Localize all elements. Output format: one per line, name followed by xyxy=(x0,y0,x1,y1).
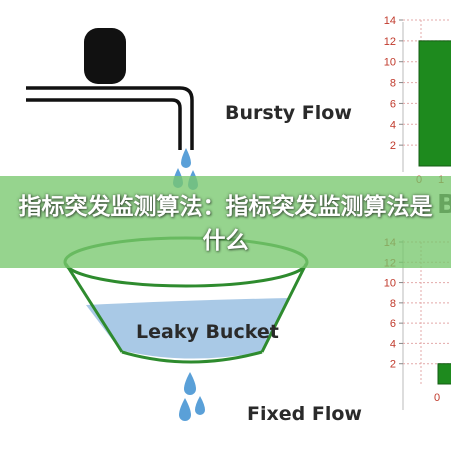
y-tick-label: 12 xyxy=(384,36,396,48)
y-tick-label: 8 xyxy=(390,298,396,310)
bar xyxy=(437,363,451,385)
fixed-drops-icon xyxy=(179,372,205,421)
page-title: 指标突发监测算法：指标突发监测算法是什么 xyxy=(18,194,433,254)
y-tick-label: 6 xyxy=(390,98,396,110)
y-tick-label: 2 xyxy=(390,359,396,371)
y-tick-label: 10 xyxy=(384,57,396,69)
fixed-flow-label: Fixed Flow xyxy=(247,403,362,425)
y-tick-label: 14 xyxy=(384,15,396,27)
leaky-bucket-label: Leaky Bucket xyxy=(136,321,279,343)
bursty-flow-label: Bursty Flow xyxy=(225,102,352,124)
y-tick-label: 4 xyxy=(390,338,396,350)
faucet-icon xyxy=(26,28,194,150)
bar xyxy=(418,40,451,167)
title-banner xyxy=(0,176,451,268)
y-tick-label: 10 xyxy=(384,278,396,290)
y-tick-label: 6 xyxy=(390,318,396,330)
y-tick-label: 8 xyxy=(390,78,396,90)
y-tick-label: 4 xyxy=(390,119,396,131)
x-tick-label: 0 xyxy=(434,392,440,404)
y-tick-label: 2 xyxy=(390,140,396,152)
